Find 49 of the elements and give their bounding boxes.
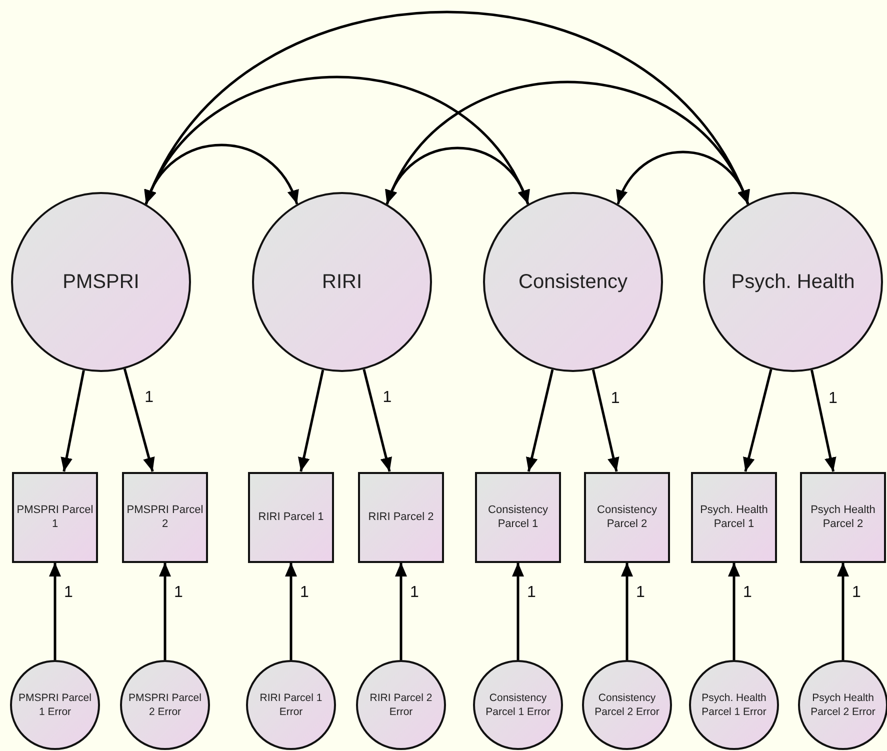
- variable-label: Psych Health Parcel 2: [810, 502, 876, 532]
- observed-variable-box: [358, 472, 444, 562]
- variable-label: RIRI: [322, 270, 362, 294]
- observed-variable-box: [475, 472, 561, 562]
- variable-label: PMSPRI Parcel 2: [126, 502, 204, 532]
- variable-label: Consistency Parcel 1: [487, 502, 549, 532]
- covariance-arrow: [144, 144, 298, 205]
- path-arrow: [512, 562, 524, 660]
- path-arrow: [810, 370, 836, 472]
- observed-variable-box: [122, 472, 208, 562]
- observed-variable-box: [691, 472, 777, 562]
- variable-label: Consistency Parcel 2 Error: [594, 690, 660, 720]
- variable-label: PMSPRI: [62, 270, 140, 294]
- variable-label: Consistency Parcel 2: [596, 502, 658, 532]
- path-arrow: [123, 368, 155, 472]
- variable-label: RIRI Parcel 1 Error: [258, 690, 324, 720]
- variable-label: RIRI Parcel 2: [367, 510, 435, 524]
- variable-label: Consistency: [518, 270, 628, 294]
- path-arrow: [743, 368, 772, 472]
- observed-variable-box: [12, 472, 98, 562]
- path-arrow: [837, 562, 849, 660]
- variable-label: RIRI Parcel 1: [257, 510, 325, 524]
- covariance-arrow: [616, 150, 750, 205]
- observed-variable-box: [800, 472, 886, 562]
- path-arrow: [298, 370, 324, 472]
- path-arrow: [526, 369, 554, 472]
- variable-label: Consistency Parcel 1 Error: [484, 690, 552, 720]
- covariance-arrow: [386, 146, 530, 205]
- covariance-arrow: [386, 80, 750, 205]
- variable-label: RIRI Parcel 2 Error: [368, 690, 434, 720]
- path-arrow: [49, 562, 61, 660]
- path-arrow: [285, 562, 297, 660]
- variable-label: Psych. Health Parcel 1 Error: [700, 690, 768, 720]
- path-arrow: [362, 368, 392, 472]
- observed-variable-box: [248, 472, 334, 562]
- variable-label: Psych. Health: [731, 270, 855, 294]
- variable-label: Psych Health Parcel 2 Error: [810, 690, 876, 720]
- observed-variable-box: [584, 472, 670, 562]
- variable-label: PMSPRI Parcel 2 Error: [128, 690, 202, 720]
- path-arrow: [60, 370, 85, 472]
- path-arrow: [159, 562, 171, 660]
- path-arrow: [728, 562, 740, 660]
- path-arrow: [621, 562, 633, 660]
- path-arrow: [592, 369, 620, 472]
- path-arrow: [395, 562, 407, 660]
- variable-label: Psych. Health Parcel 1: [699, 502, 769, 532]
- variable-label: PMSPRI Parcel 1: [16, 502, 94, 532]
- covariance-arrow: [144, 76, 530, 205]
- variable-label: PMSPRI Parcel 1 Error: [18, 690, 92, 720]
